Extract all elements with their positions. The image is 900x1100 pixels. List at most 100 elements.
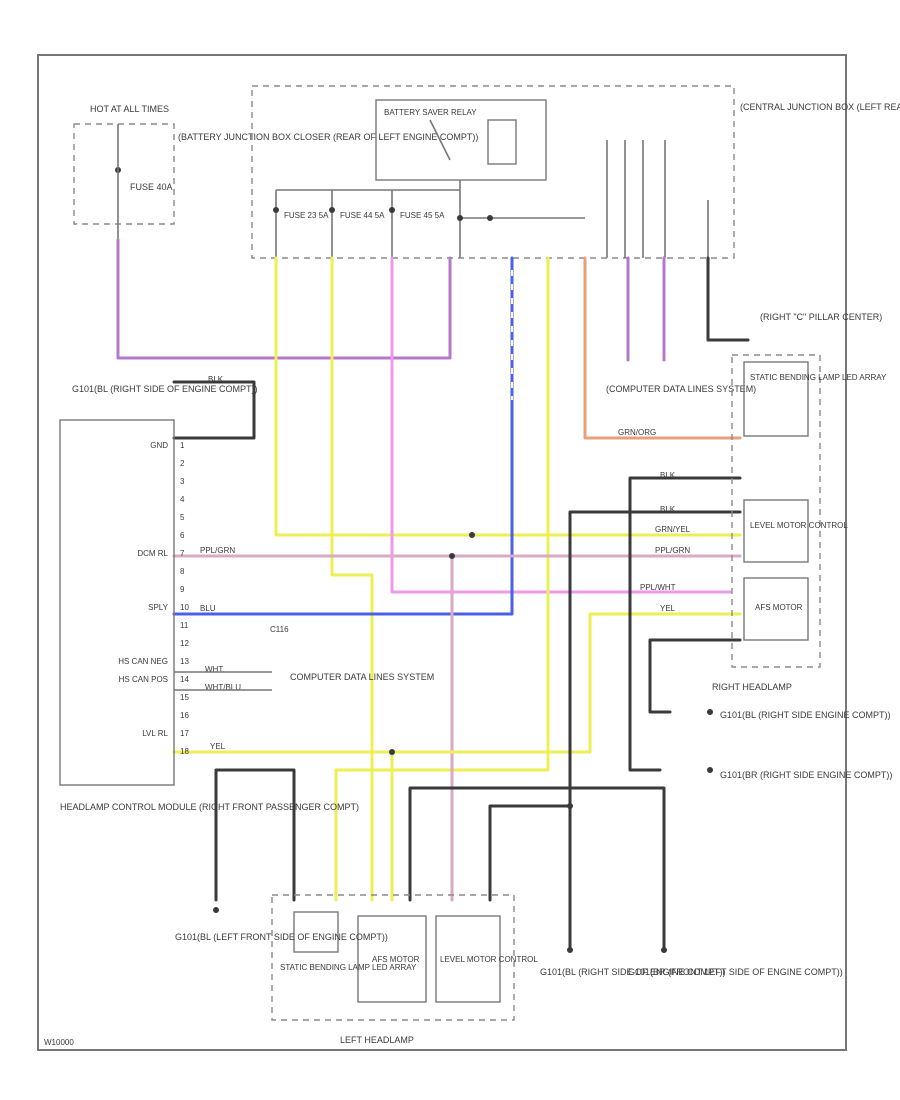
module-pin-number: 4: [180, 495, 185, 504]
left-level-motor-label: LEVEL MOTOR CONTROL: [440, 955, 538, 964]
left-headlamp-box: [271, 894, 515, 1021]
module-pin-number: 15: [180, 693, 189, 702]
g101-front-left-label: G101(BR (FRONT LEFT SIDE OF ENGINE COMPT…: [628, 967, 843, 977]
wire-label-ppl-grn: PPL/GRN: [655, 546, 690, 555]
footer-code: W10000: [44, 1038, 74, 1047]
wire-fuse23: [274, 256, 742, 537]
headlamp-control-module: [59, 419, 175, 786]
module-pin-number: 13: [180, 657, 189, 666]
wire-left-level-gnd: [408, 786, 666, 952]
g101-top-label: G101(BL (RIGHT SIDE OF ENGINE COMPT)): [72, 384, 258, 394]
wire-label-wht-blu: WHT/BLU: [205, 683, 241, 692]
fuse-44-label: FUSE 44 5A: [340, 211, 385, 220]
left-static-bending: [293, 911, 339, 953]
module-pin-name: HS CAN POS: [119, 675, 168, 684]
module-pin-number: 14: [180, 675, 189, 684]
left-level-motor: [435, 915, 501, 1003]
module-pin-number: 8: [180, 567, 185, 576]
wire-gnd-module: [172, 380, 256, 440]
left-afs-motor-label: AFS MOTOR: [372, 955, 420, 964]
battery-saver-relay: [375, 99, 547, 181]
ground-terminal: [707, 709, 713, 715]
computer-data-lines-mid: COMPUTER DATA LINES SYSTEM: [290, 672, 434, 682]
ground-terminal: [661, 947, 667, 953]
module-pin-number: 2: [180, 459, 185, 468]
wire-label-blk-1: BLK: [660, 471, 676, 480]
fuse-40a-label: FUSE 40A: [130, 182, 173, 192]
module-pin-number: 9: [180, 585, 185, 594]
g101-right-2-label: G101(BR (RIGHT SIDE ENGINE COMPT)): [720, 770, 892, 780]
ground-terminal: [707, 767, 713, 773]
module-pin-number: 17: [180, 729, 189, 738]
wire-c-pillar: [706, 256, 750, 342]
right-static-bending-label: STATIC BENDING LAMP LED ARRAY: [750, 373, 887, 382]
wire-orange: [583, 256, 742, 440]
module-pin-number: 12: [180, 639, 189, 648]
battery-junction-box-label: (BATTERY JUNCTION BOX CLOSER (REAR OF LE…: [178, 132, 478, 142]
wire-fuse45: [390, 256, 732, 594]
module-pin-name: HS CAN NEG: [118, 657, 168, 666]
g101-bottom-right-label: G101(BL (RIGHT SIDE OF ENGINE COMPT)): [540, 967, 726, 977]
wire-fuse44: [330, 256, 374, 902]
module-pin-number: 6: [180, 531, 185, 540]
module-pin-number: 7: [180, 549, 185, 558]
central-junction-box: [251, 85, 735, 259]
hot-at-all-times-label: HOT AT ALL TIMES: [90, 104, 169, 114]
fuse-45-label: FUSE 45 5A: [400, 211, 445, 220]
g101-right-1-label: G101(BL (RIGHT SIDE ENGINE COMPT)): [720, 710, 891, 720]
wire-lvl-rl: [172, 612, 742, 754]
wire-left-gnd: [214, 768, 296, 902]
module-pin-name: DCM RL: [137, 549, 168, 558]
central-junction-box-label: (CENTRAL JUNCTION BOX (LEFT REAR SEAT BA…: [740, 102, 900, 112]
headlamp-control-module-label: HEADLAMP CONTROL MODULE (RIGHT FRONT PAS…: [60, 802, 359, 812]
splice-dot: [469, 532, 475, 538]
wire-battery-feed: [116, 238, 452, 360]
right-afs-motor-label: AFS MOTOR: [755, 603, 803, 612]
module-pin-number: 5: [180, 513, 185, 522]
wire-label-blk-top: BLK: [208, 375, 224, 384]
right-headlamp-box: [731, 354, 821, 668]
relay-switch: [429, 119, 451, 161]
wire-label-blu: BLU: [200, 604, 216, 613]
left-afs-motor: [357, 915, 427, 1003]
wire-label-c116: C116: [270, 625, 289, 634]
computer-data-lines-top: (COMPUTER DATA LINES SYSTEM): [606, 384, 756, 394]
module-pin-number: 11: [180, 621, 189, 630]
wire-label-ppl-wht: PPL/WHT: [640, 583, 676, 592]
wire-label-grn-yel: GRN/YEL: [655, 525, 691, 534]
right-c-pillar-label: (RIGHT "C" PILLAR CENTER): [760, 312, 882, 322]
module-pin-number: 16: [180, 711, 189, 720]
fuse-23-label: FUSE 23 5A: [284, 211, 329, 220]
splice-dot: [389, 749, 395, 755]
ground-terminal: [567, 947, 573, 953]
wire-label-grn-ora: GRN/ORG: [618, 428, 656, 437]
wire-sply: [172, 256, 514, 616]
module-pin-name: GND: [150, 441, 168, 450]
right-static-bending: [743, 361, 809, 437]
relay-coil: [487, 119, 517, 165]
wire-label-lvl: YEL: [210, 742, 226, 751]
splice-dot: [449, 553, 455, 559]
wire-right-gnd-3: [648, 638, 742, 714]
battery-saver-relay-label: BATTERY SAVER RELAY: [384, 108, 477, 117]
module-pin-number: 10: [180, 603, 189, 612]
g101-left-front-label: G101(BL (LEFT FRONT SIDE OF ENGINE COMPT…: [175, 932, 388, 942]
wire-right-gnd-2: [568, 510, 742, 952]
left-headlamp-label: LEFT HEADLAMP: [340, 1035, 414, 1045]
splice-dot: [567, 803, 573, 809]
right-level-motor-label: LEVEL MOTOR CONTROL: [750, 521, 848, 530]
module-pin-number: 1: [180, 441, 185, 450]
battery-junction-box: [73, 123, 175, 225]
wire-label-blk-2: BLK: [660, 505, 676, 514]
wire-right-gnd-1: [628, 476, 742, 772]
module-pin-name: SPLY: [148, 603, 169, 612]
right-afs-motor: [743, 577, 809, 641]
diagram-frame: [37, 54, 847, 1051]
module-pin-name: LVL RL: [142, 729, 168, 738]
left-static-bending-label: STATIC BENDING LAMP LED ARRAY: [280, 963, 417, 972]
wire-label-dcm: PPL/GRN: [200, 546, 235, 555]
wire-label-yel: YEL: [660, 604, 676, 613]
wire-label-wht: WHT: [205, 665, 223, 674]
